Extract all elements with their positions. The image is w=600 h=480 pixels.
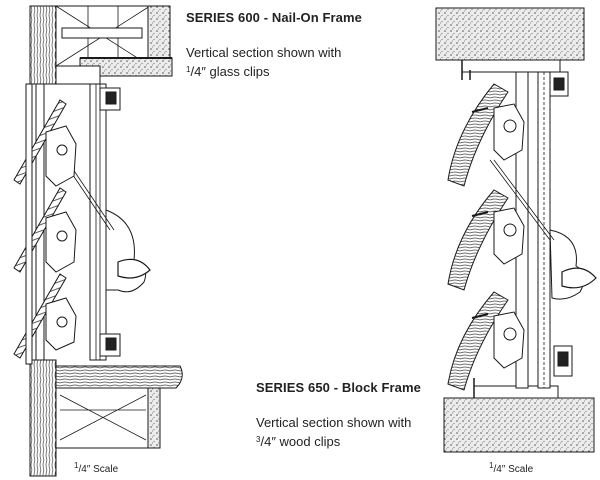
wood-louvre-1 xyxy=(447,83,509,187)
series-650-drawing xyxy=(435,7,597,453)
wood-louvre-2 xyxy=(447,189,509,291)
top-block xyxy=(435,7,585,61)
series-650-desc-line1: Vertical section shown with xyxy=(256,415,412,430)
bottom-stud xyxy=(29,359,57,477)
series-600-drawing xyxy=(13,5,183,477)
series-600-desc-line2: 1/4″ glass clips xyxy=(186,64,270,79)
scale-left-num: 1 xyxy=(74,461,79,470)
series-650-desc-line2: 3/4″ wood clips xyxy=(256,434,341,449)
scale-right-text: ″ Scale xyxy=(501,464,534,475)
operator-handle-650 xyxy=(561,267,597,289)
operator-handle xyxy=(117,258,151,279)
wood-louvre-3 xyxy=(447,291,509,391)
clip-text: ″ glass clips xyxy=(201,64,270,79)
clip-fraction-num: 1 xyxy=(186,65,191,74)
series-650-title: SERIES 650 - Block Frame xyxy=(256,380,421,395)
clip-text-650: ″ wood clips xyxy=(271,434,341,449)
series-600-title: SERIES 600 - Nail-On Frame xyxy=(186,10,362,25)
scale-left-den: 4 xyxy=(81,464,87,475)
scale-label-left: 1/4″ Scale xyxy=(74,461,119,475)
bottom-block xyxy=(443,397,595,453)
scale-left-text: ″ Scale xyxy=(86,464,119,475)
top-stud xyxy=(29,5,57,85)
scale-right-den: 4 xyxy=(496,464,502,475)
clip-fraction-den-650: 4 xyxy=(264,434,272,449)
scale-right-num: 1 xyxy=(489,461,494,470)
scale-label-right: 1/4″ Scale xyxy=(489,461,534,475)
series-600-description: Vertical section shown with 1/4″ glass c… xyxy=(186,44,341,80)
clip-fraction-den: 4 xyxy=(194,64,202,79)
clip-fraction-num-650: 3 xyxy=(256,435,261,444)
sill xyxy=(55,365,183,389)
series-600-desc-line1: Vertical section shown with xyxy=(186,45,342,60)
series-650-description: Vertical section shown with 3/4″ wood cl… xyxy=(256,414,411,450)
